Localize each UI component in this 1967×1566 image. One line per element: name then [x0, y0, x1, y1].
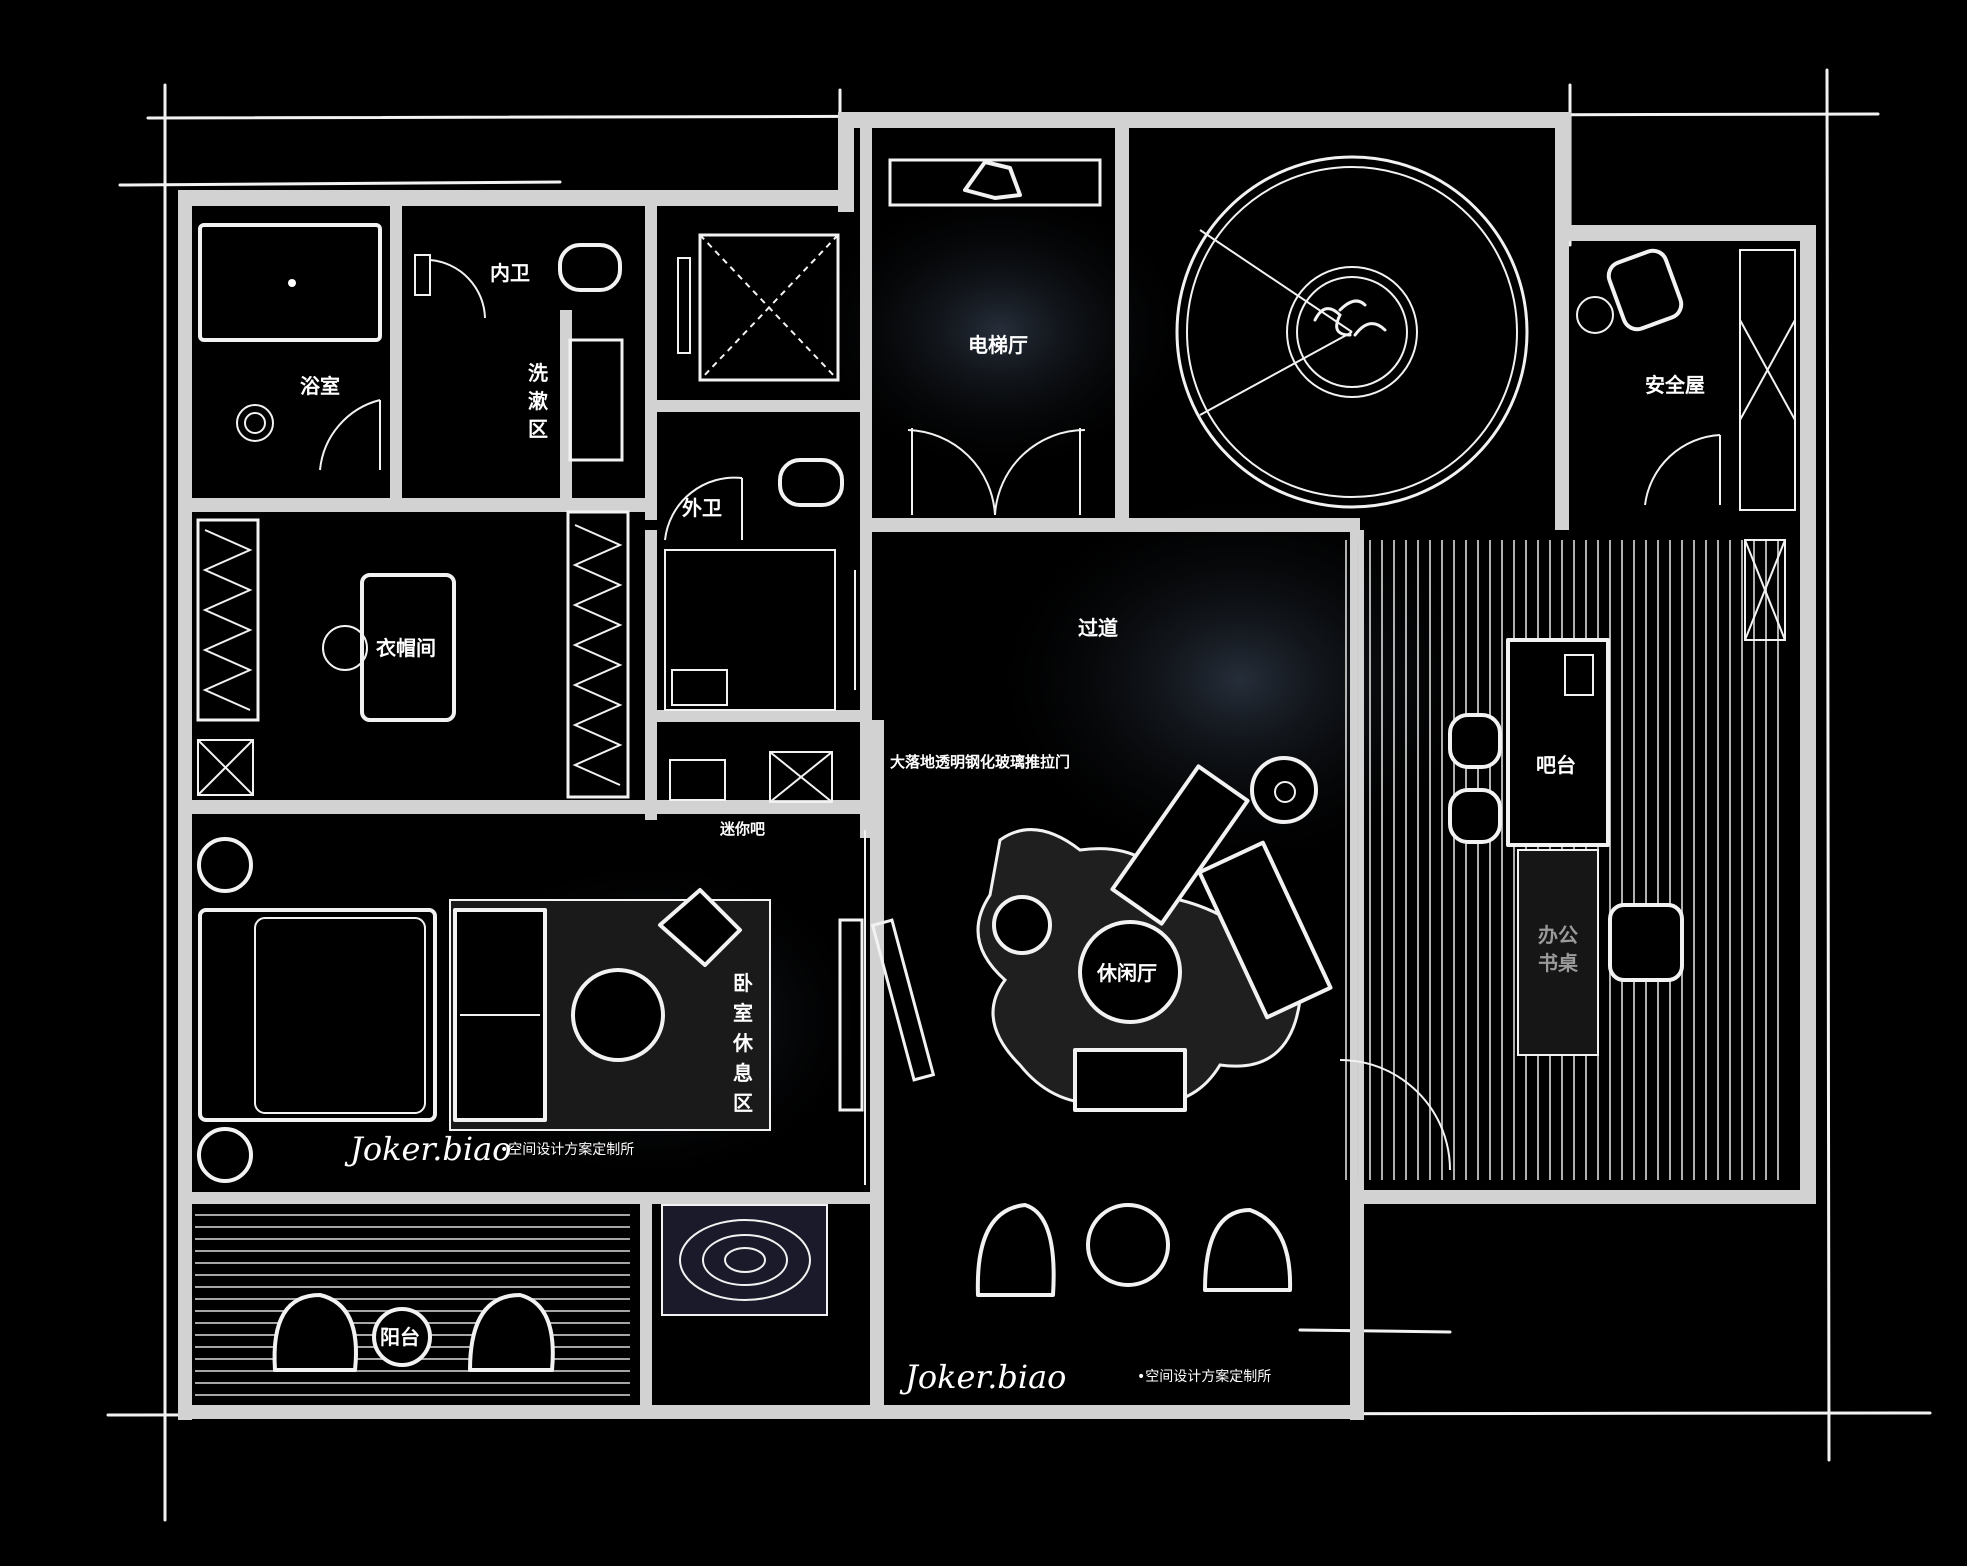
room-label-mini-bar: 迷你吧: [719, 820, 765, 838]
circular-stair: [1175, 155, 1529, 509]
walls: [178, 112, 1816, 1420]
label-sliding-glass-door: 大落地透明钢化玻璃推拉门: [890, 753, 1070, 771]
room-label-balcony: 阳台: [380, 1325, 420, 1349]
closet: 衣帽间: [196, 510, 630, 799]
room-label-corridor: 过道: [1078, 616, 1118, 640]
bedroom-rest-area: 卧 室 休 息 区: [197, 830, 866, 1185]
signature-brand: Joker.biao: [344, 1130, 511, 1168]
outer-wc: 外卫: [664, 458, 844, 541]
room-label-bedroom-4: 息: [733, 1061, 753, 1085]
bathroom: 浴室: [198, 223, 382, 471]
room-label-wash-3: 区: [528, 417, 548, 441]
room-label-elevator-hall: 电梯厅: [968, 333, 1028, 357]
signature-1: Joker.biao •空间设计方案定制所: [344, 1130, 634, 1168]
room-label-closet: 衣帽间: [376, 636, 436, 660]
room-label-outer-wc: 外卫: [682, 496, 722, 520]
room-label-bedroom-2: 室: [733, 1001, 753, 1025]
mini-bar: 迷你吧: [664, 549, 856, 838]
corridor: 过道: [1078, 616, 1118, 640]
room-label-bathroom: 浴室: [300, 374, 340, 398]
signature-brand: Joker.biao: [899, 1358, 1066, 1396]
room-label-safe-room: 安全屋: [1645, 373, 1705, 397]
signature-tagline: •空间设计方案定制所: [500, 1141, 634, 1158]
room-label-wash-2: 漱: [528, 389, 548, 413]
safe-room: 安全屋: [1576, 248, 1796, 511]
room-label-inner-wc: 内卫: [490, 261, 530, 285]
signature-tagline: •空间设计方案定制所: [1137, 1368, 1271, 1385]
elevator-shaft: [677, 233, 840, 382]
room-label-lounge: 休闲厅: [1096, 961, 1157, 985]
inner-wc: 内卫: [414, 243, 622, 319]
decorative-rug: [661, 1204, 828, 1316]
lounge: 休闲厅: [870, 756, 1333, 1297]
elevator-hall: 电梯厅: [888, 158, 1102, 516]
label-office-desk-1: 办公: [1538, 923, 1578, 947]
room-label-bedroom-1: 卧: [733, 971, 753, 995]
glow: [800, 180, 1200, 480]
room-label-wash-1: 洗: [528, 361, 548, 385]
label-office-desk-2: 书桌: [1538, 951, 1579, 975]
bar-office-wing: 吧台 办公 书桌: [1339, 539, 1786, 1180]
room-label-bedroom-5: 区: [733, 1091, 753, 1115]
room-label-bar: 吧台: [1536, 753, 1576, 777]
balcony: 阳台: [195, 1210, 630, 1400]
signature-2: Joker.biao •空间设计方案定制所: [899, 1358, 1271, 1396]
wash-area: 洗 漱 区: [528, 338, 624, 462]
room-label-bedroom-3: 休: [732, 1031, 754, 1055]
